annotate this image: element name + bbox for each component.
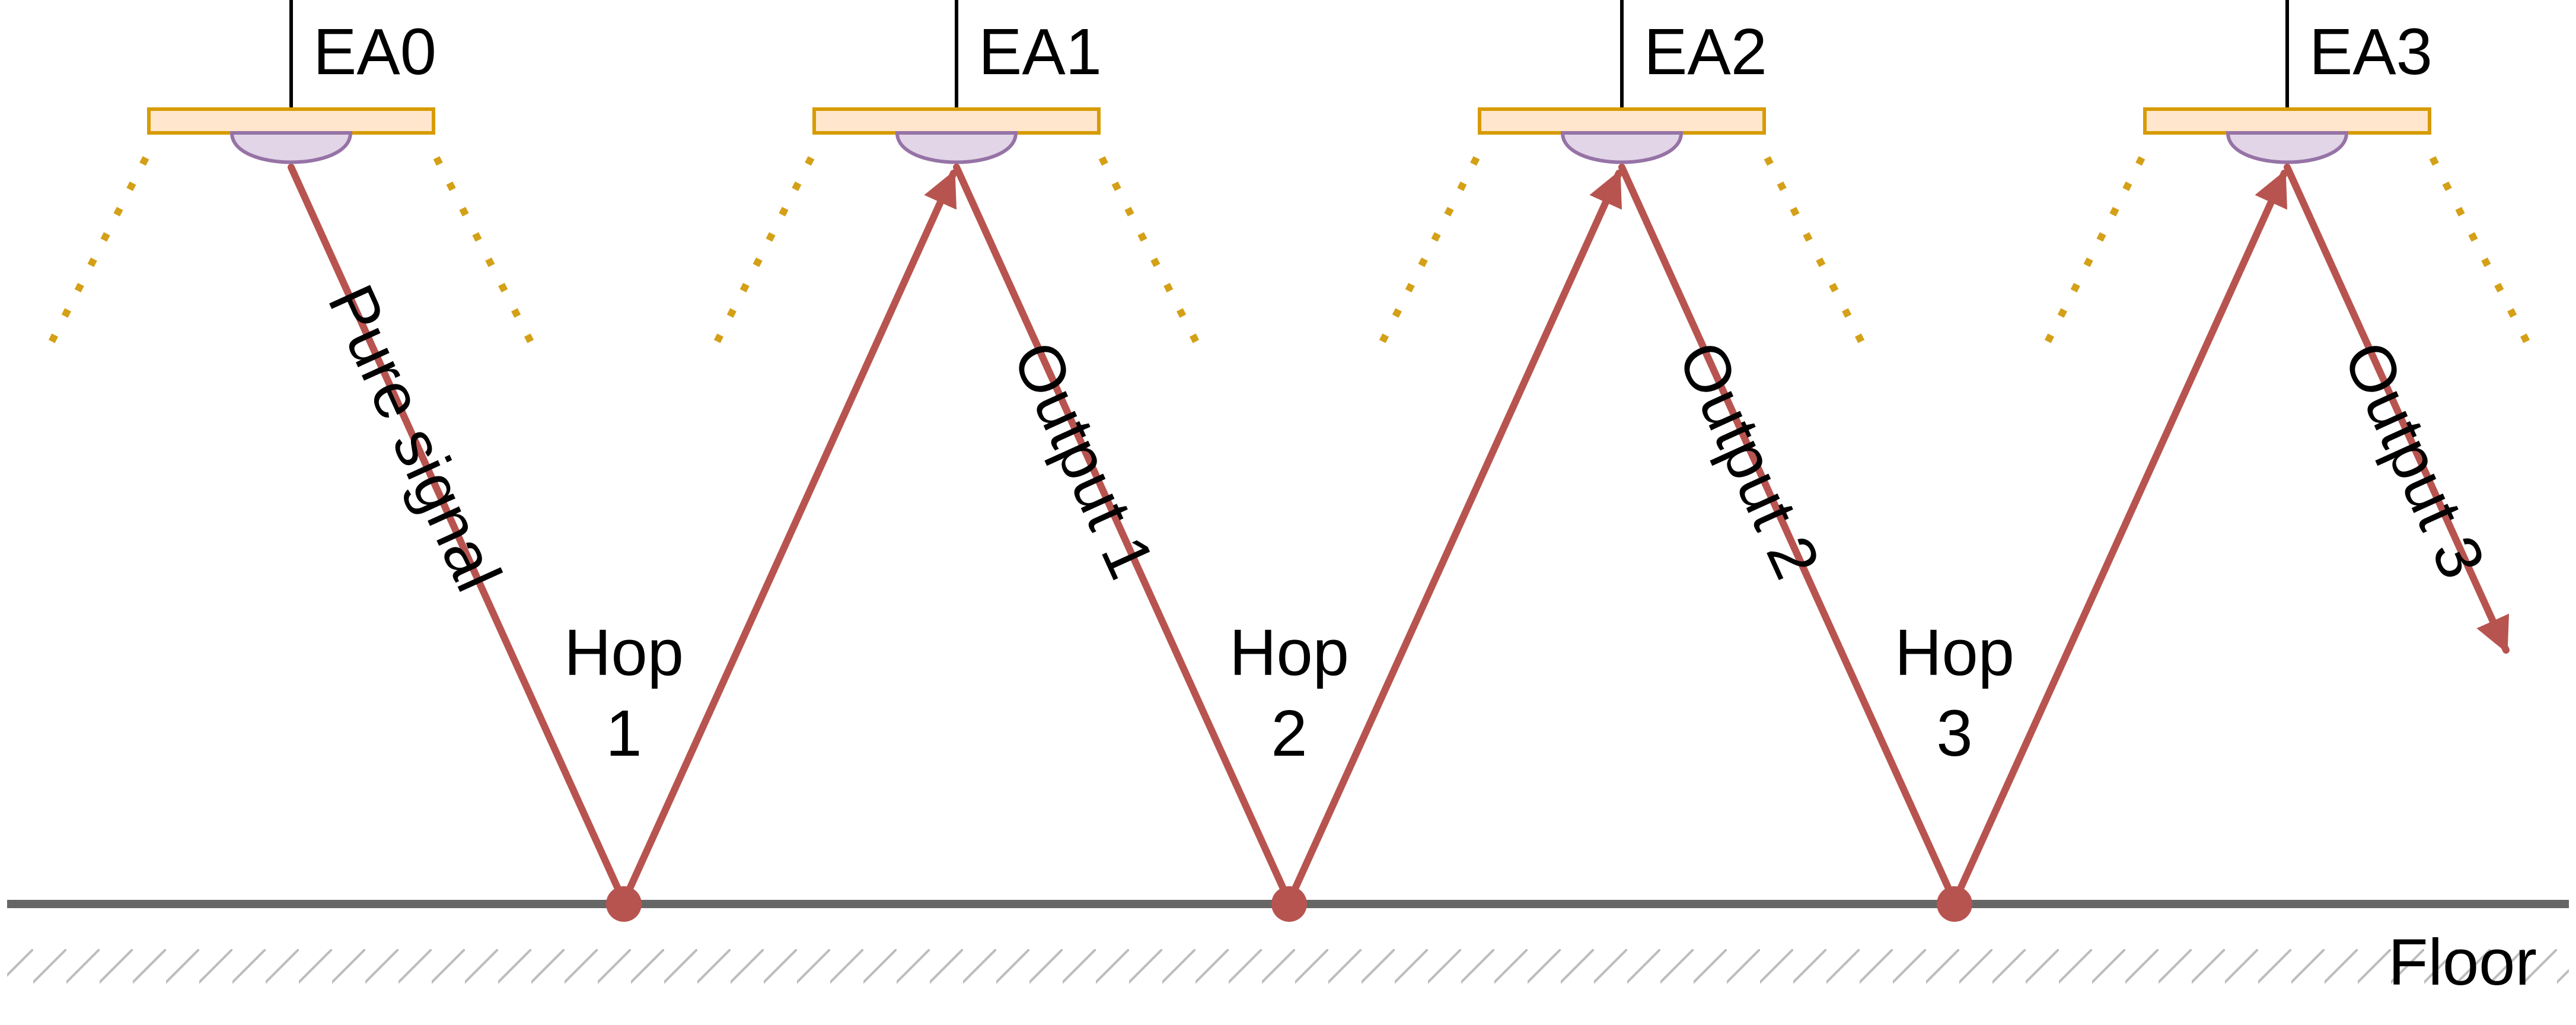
beam-hop1-to-ea1	[620, 170, 957, 905]
reflection-point-hop1	[606, 886, 642, 922]
signal-label-output3: Output 3	[2329, 331, 2499, 589]
hop-label-2: Hop 2	[1229, 616, 1349, 770]
scatter-left	[712, 156, 815, 347]
beam-output1	[953, 164, 1293, 905]
beam-output3	[2284, 164, 2510, 654]
beam-pure-signal	[288, 164, 627, 905]
antenna-label: EA2	[1644, 15, 1767, 88]
antenna-ea1: EA1	[712, 0, 1201, 347]
signal-label-pure: Pure signal	[314, 275, 515, 602]
signal-label-output2: Output 2	[1664, 331, 1834, 589]
scatter-left	[46, 156, 149, 347]
antenna-panel-icon	[812, 107, 1101, 135]
beam-output2	[1618, 164, 1958, 905]
scatter-left	[1377, 156, 1480, 347]
antenna-label: EA3	[2309, 15, 2432, 88]
floor-hatch	[7, 904, 2569, 1025]
antenna-panel-icon	[2143, 107, 2431, 135]
scatter-right	[2429, 156, 2532, 347]
reflection-point-hop2	[1271, 886, 1307, 922]
antenna-label: EA1	[978, 15, 1102, 88]
antenna-ea0: EA0	[46, 0, 536, 347]
antenna-lens	[2226, 131, 2349, 164]
beam-hop3-to-ea3	[1951, 170, 2288, 905]
beam-hop2-to-ea2	[1286, 170, 1622, 905]
hop-label-word: Hop	[1229, 616, 1349, 689]
hop-label-word: Hop	[564, 616, 684, 689]
hop-label-number: 2	[1271, 697, 1307, 770]
hop-label-1: Hop 1	[564, 616, 684, 770]
beam-path	[288, 164, 2510, 905]
signal-label-output1: Output 1	[999, 331, 1168, 589]
floor-label: Floor	[2388, 926, 2537, 999]
antenna-lens	[229, 131, 353, 164]
scatter-left	[2042, 156, 2145, 347]
scatter-right	[1764, 156, 1867, 347]
reflection-point-hop3	[1937, 886, 1972, 922]
hop-label-number: 1	[605, 697, 642, 770]
hop-label-word: Hop	[1895, 616, 2014, 689]
scatter-right	[1098, 156, 1201, 347]
antenna-label: EA0	[313, 15, 436, 88]
antenna-ea2: EA2	[1377, 0, 1867, 347]
antenna-lens	[1560, 131, 1684, 164]
scatter-right	[433, 156, 536, 347]
floor: Floor	[7, 900, 2569, 1025]
antenna-ea3: EA3	[2042, 0, 2532, 347]
antenna-panel-icon	[1478, 107, 1766, 135]
antenna-lens	[895, 131, 1018, 164]
hop-label-number: 3	[1936, 697, 1972, 770]
antenna-panel-icon	[147, 107, 435, 135]
hop-label-3: Hop 3	[1895, 616, 2014, 770]
